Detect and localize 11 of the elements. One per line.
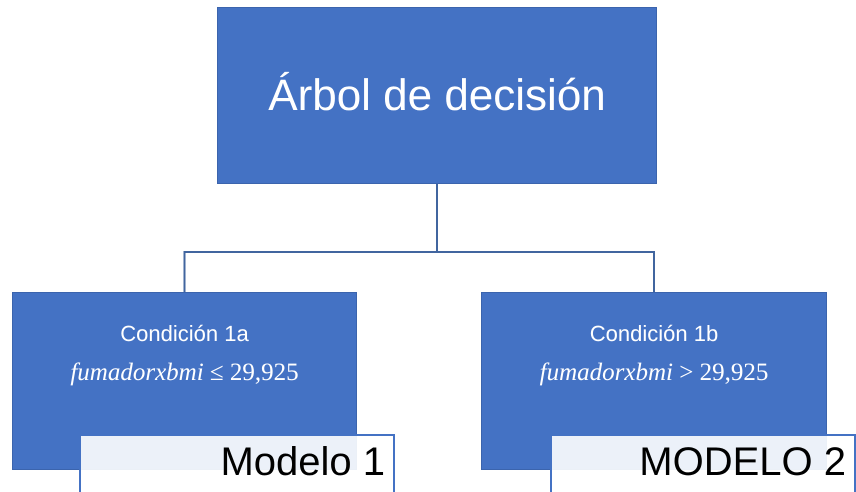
model-label-box	[79, 434, 395, 492]
model-name: MODELO 2	[639, 439, 846, 486]
condition-formula: fumadorxbmi > 29,925	[540, 359, 768, 387]
model-name: Modelo 1	[220, 439, 385, 486]
connector-line	[436, 184, 655, 292]
condition-heading: Condición 1b	[590, 321, 718, 347]
condition-formula: fumadorxbmi ≤ 29,925	[70, 359, 299, 387]
model-label-box	[550, 434, 856, 492]
title-box	[217, 7, 657, 184]
title-text: Árbol de decisión	[268, 70, 606, 120]
condition-heading: Condición 1a	[120, 321, 249, 347]
